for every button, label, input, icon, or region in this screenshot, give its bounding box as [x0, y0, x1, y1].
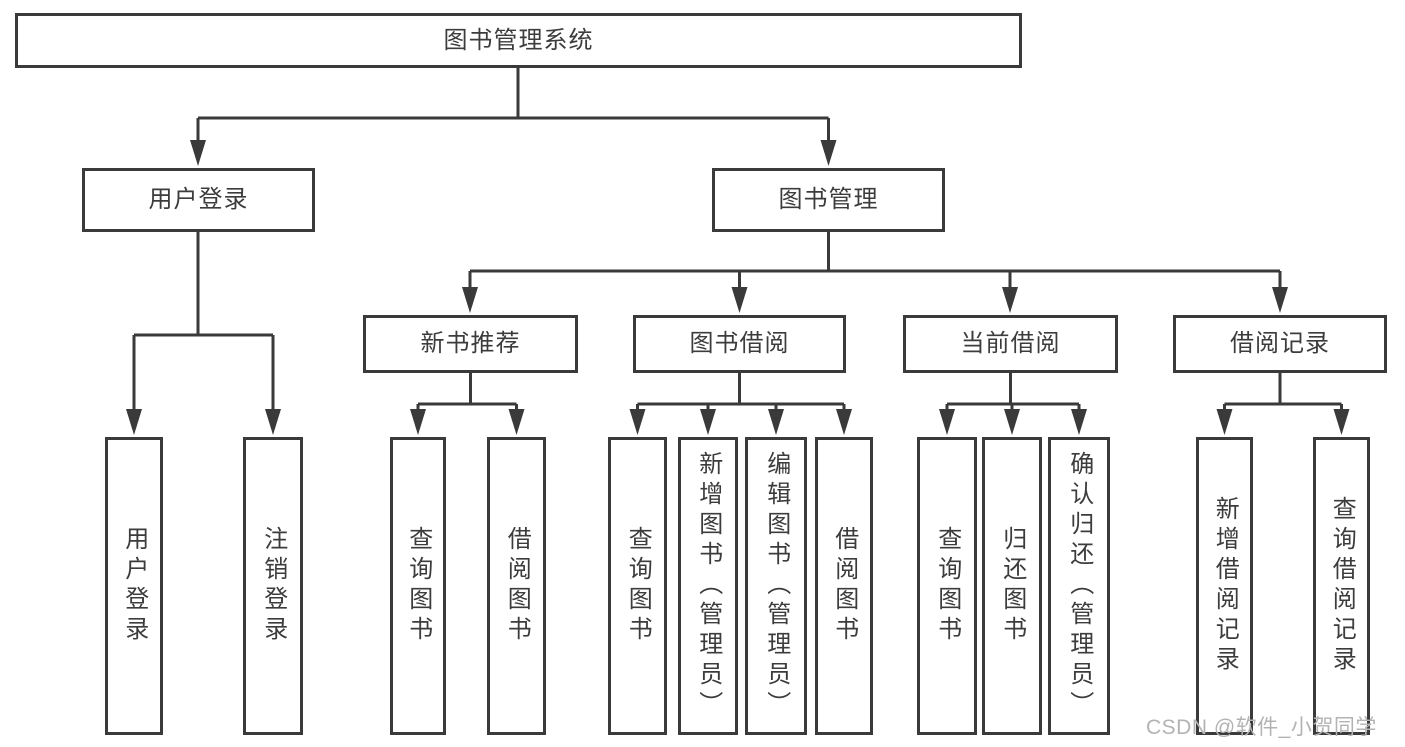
leaf-current-query-book: 查询图书 — [917, 437, 977, 735]
arrow-down-icon — [700, 409, 716, 435]
node-book-borrow-label: 图书借阅 — [689, 330, 790, 358]
arrow-down-icon — [820, 140, 837, 166]
leaf-recommend-query-book: 查询图书 — [390, 437, 446, 735]
leaf-current-return-book: 归还图书 — [982, 437, 1042, 735]
leaf-borrow-add-book: 新增图书（管理员） — [678, 437, 738, 735]
node-current-borrow-label: 当前借阅 — [960, 330, 1061, 358]
node-book-management: 图书管理 — [712, 168, 945, 232]
leaf-recommend-query-book-label: 查询图书 — [404, 526, 432, 646]
arrow-down-icon — [1272, 287, 1288, 313]
node-book-borrow: 图书借阅 — [633, 315, 846, 373]
leaf-current-confirm-return-label: 确认归还（管理员） — [1065, 451, 1093, 721]
leaf-user-login-label: 用户登录 — [120, 526, 148, 646]
node-borrow-record-label: 借阅记录 — [1230, 330, 1330, 358]
leaf-current-query-book-label: 查询图书 — [933, 526, 961, 646]
node-user-login: 用户登录 — [82, 168, 315, 232]
node-borrow-record: 借阅记录 — [1173, 315, 1387, 373]
leaf-current-confirm-return: 确认归还（管理员） — [1048, 437, 1110, 735]
leaf-user-login: 用户登录 — [105, 437, 163, 735]
arrow-down-icon — [1004, 409, 1020, 435]
arrow-down-icon — [126, 409, 142, 435]
arrow-down-icon — [1002, 287, 1018, 313]
arrow-down-icon — [462, 287, 478, 313]
arrowheads — [126, 140, 1350, 435]
arrow-down-icon — [768, 409, 784, 435]
arrow-down-icon — [731, 287, 748, 313]
csdn-watermark: CSDN @软件_小贺同学 — [1146, 716, 1377, 739]
arrow-down-icon — [939, 409, 955, 435]
leaf-record-add-label: 新增借阅记录 — [1211, 496, 1239, 676]
leaf-borrow-edit-book-label: 编辑图书（管理员） — [762, 451, 790, 721]
leaf-logout-label: 注销登录 — [259, 526, 287, 646]
arrow-down-icon — [1071, 409, 1087, 435]
arrow-down-icon — [629, 409, 646, 435]
leaf-record-query: 查询借阅记录 — [1313, 437, 1370, 735]
arrow-down-icon — [1216, 409, 1233, 435]
node-new-book-recommend-label: 新书推荐 — [420, 330, 521, 358]
leaf-borrow-query-book-label: 查询图书 — [624, 526, 652, 646]
leaf-current-return-book-label: 归还图书 — [998, 526, 1026, 646]
arrow-down-icon — [836, 409, 852, 435]
leaf-record-add: 新增借阅记录 — [1196, 437, 1253, 735]
node-current-borrow: 当前借阅 — [903, 315, 1118, 373]
arrow-down-icon — [410, 409, 426, 435]
node-root: 图书管理系统 — [15, 13, 1022, 68]
arrow-down-icon — [265, 409, 281, 435]
leaf-borrow-add-book-label: 新增图书（管理员） — [694, 451, 722, 721]
node-root-label: 图书管理系统 — [443, 26, 594, 54]
leaf-record-query-label: 查询借阅记录 — [1328, 496, 1356, 676]
leaf-logout: 注销登录 — [243, 437, 303, 735]
node-book-management-label: 图书管理 — [778, 186, 879, 214]
leaf-borrow-edit-book: 编辑图书（管理员） — [745, 437, 807, 735]
arrow-down-icon — [1333, 409, 1350, 435]
leaf-borrow-borrow-book: 借阅图书 — [815, 437, 873, 735]
leaf-recommend-borrow-book-label: 借阅图书 — [503, 526, 531, 646]
node-user-login-label: 用户登录 — [148, 186, 249, 214]
connector-lines — [132, 68, 1343, 411]
leaf-borrow-borrow-book-label: 借阅图书 — [830, 526, 858, 646]
leaf-borrow-query-book: 查询图书 — [608, 437, 667, 735]
arrow-down-icon — [508, 409, 525, 435]
leaf-recommend-borrow-book: 借阅图书 — [487, 437, 546, 735]
arrow-down-icon — [190, 140, 206, 166]
node-new-book-recommend: 新书推荐 — [363, 315, 578, 373]
